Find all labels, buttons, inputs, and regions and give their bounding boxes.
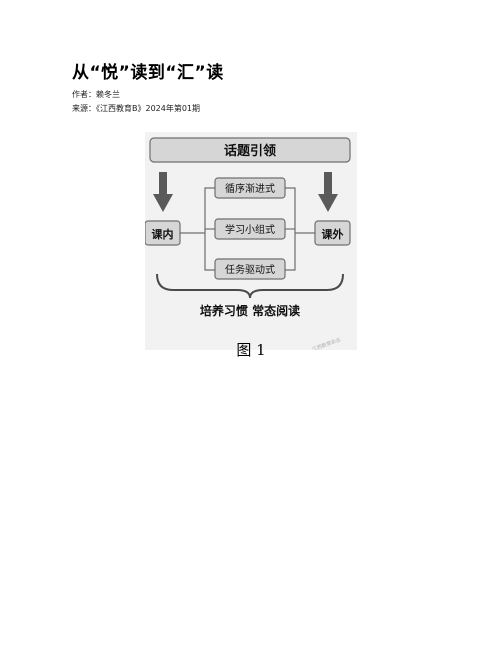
bottom-brace <box>156 273 344 299</box>
bottom-label: 培养习惯 常态阅读 <box>200 303 300 318</box>
figure-caption: 图 1 <box>236 341 266 359</box>
author-line: 作者：赖冬兰 <box>72 90 120 99</box>
method-label-2: 学习小组式 <box>225 223 275 236</box>
topic-box-label: 话题引领 <box>224 143 276 159</box>
method-label-1: 循序渐进式 <box>225 182 275 195</box>
method-label-3: 任务驱动式 <box>225 263 275 276</box>
method-box-2 <box>214 218 286 240</box>
in-class-label: 课内 <box>152 227 174 241</box>
diagram-svg: 话题引领 课内 课外 循序渐进式 学习小组 <box>145 137 351 350</box>
article-title: 从“悦”读到“汇”读 <box>72 63 224 83</box>
right-arrow-head <box>318 194 338 212</box>
right-arrow-shaft <box>324 172 332 196</box>
out-class-label: 课外 <box>322 227 344 241</box>
left-arrow-head <box>153 194 173 212</box>
method-box-1 <box>214 177 286 199</box>
figure-diagram: 话题引领 课内 课外 循序渐进式 学习小组 <box>145 132 357 350</box>
method-box-3 <box>214 258 286 280</box>
topic-box <box>149 137 351 163</box>
left-arrow-shaft <box>159 172 167 196</box>
source-line: 来源：《江西教育B》2024年第01期 <box>72 104 201 113</box>
